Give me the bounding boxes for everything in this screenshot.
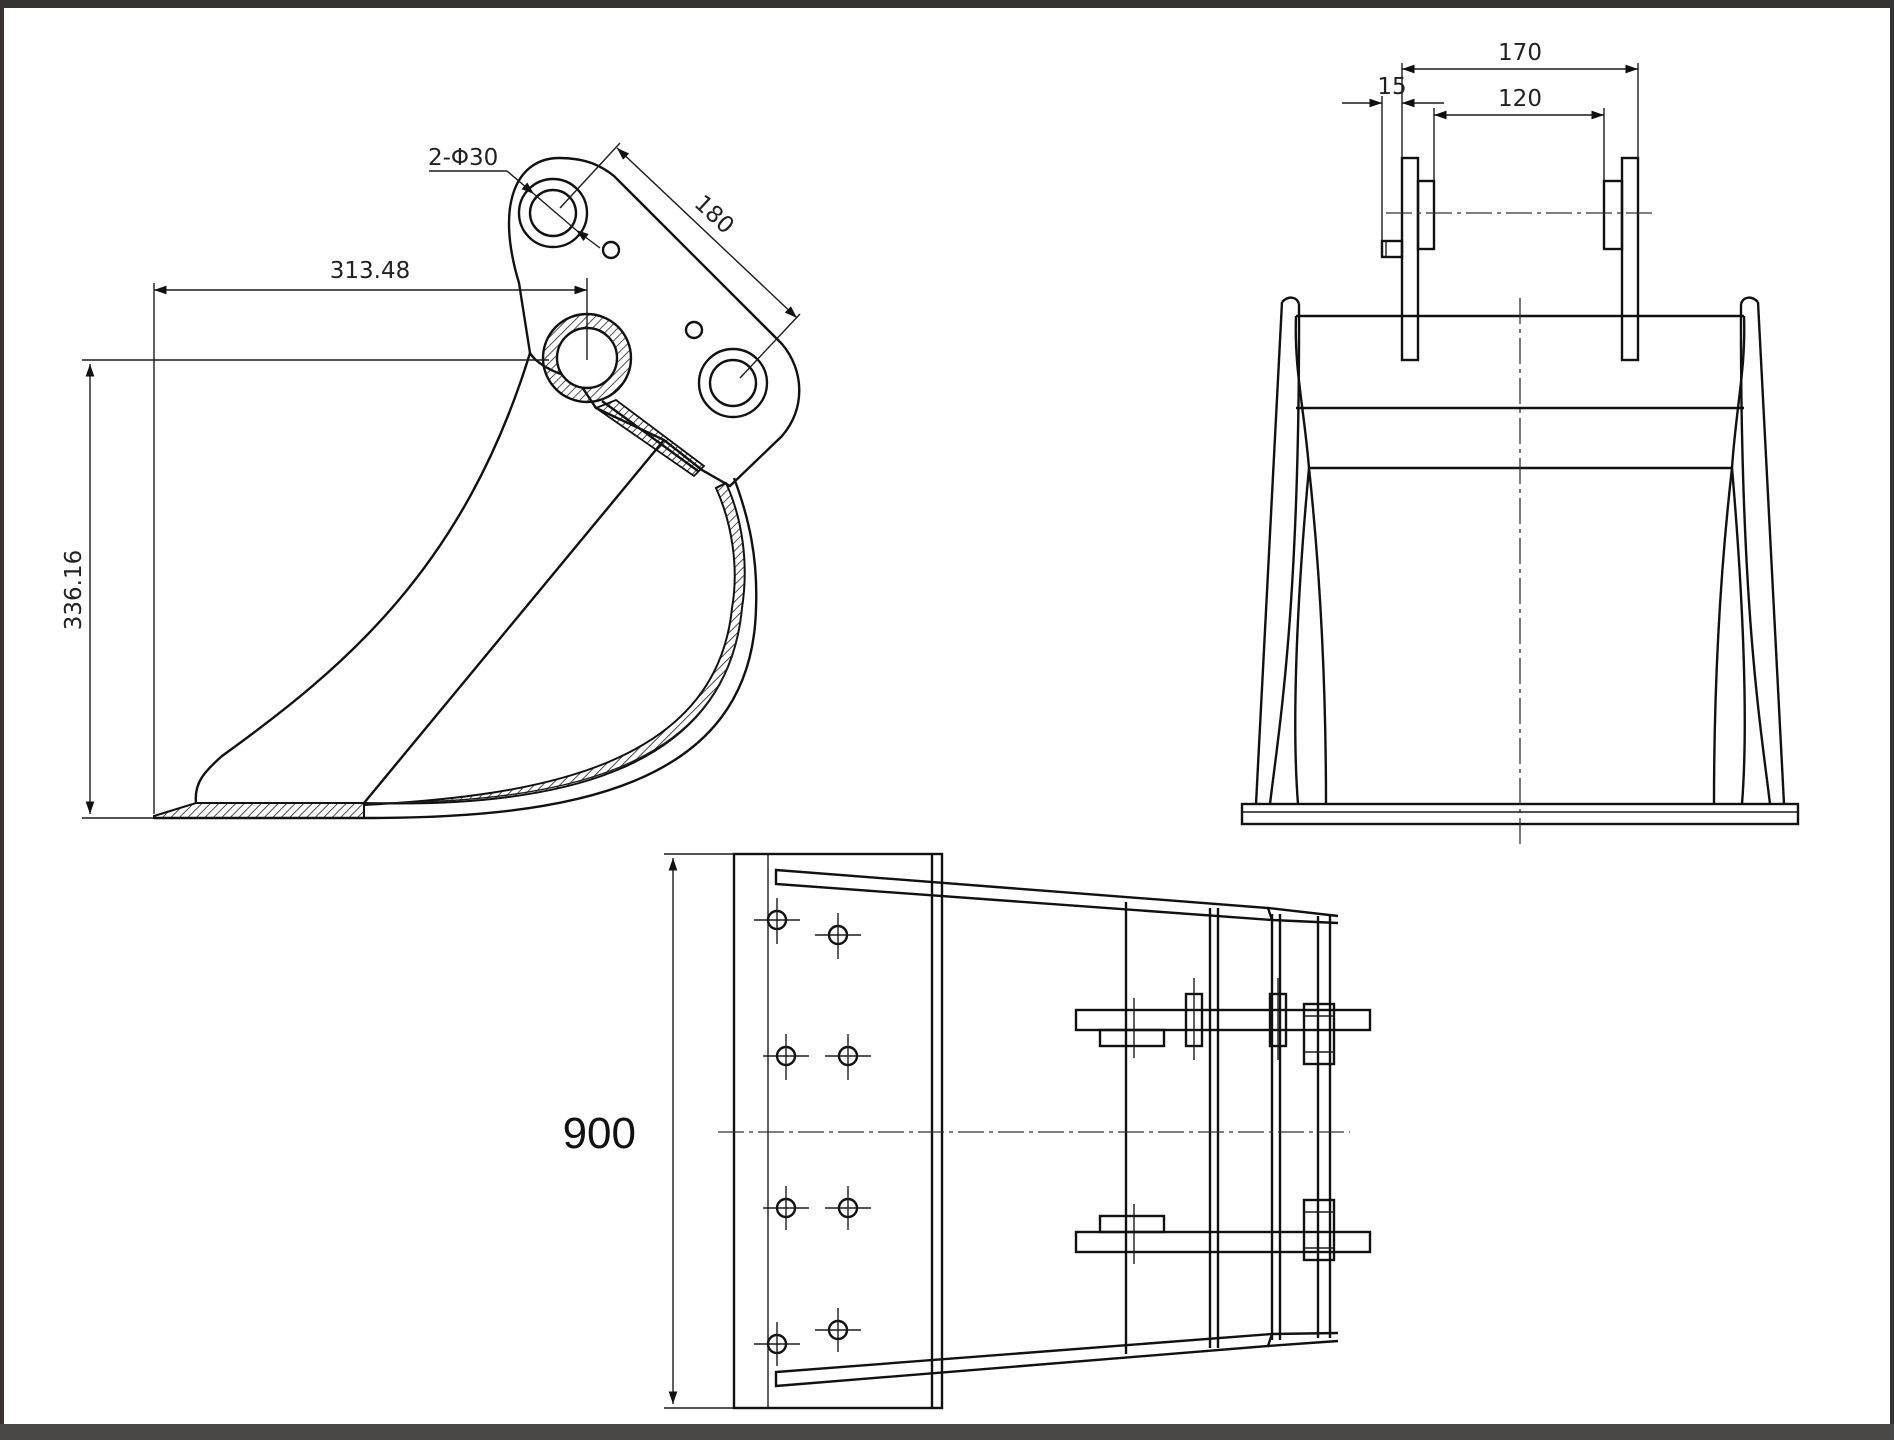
footer-strip bbox=[0, 1424, 1894, 1440]
bolt-holes bbox=[754, 898, 871, 1366]
side-view: 2-Φ30 180 313.48 336.16 bbox=[61, 142, 801, 820]
cutting-plate bbox=[732, 852, 944, 1410]
pin-spacing-label: 180 bbox=[689, 190, 739, 239]
top-ear-upper bbox=[1074, 1008, 1372, 1032]
front-view: 170 15 120 bbox=[1240, 40, 1800, 844]
drawing-sheet: 2-Φ30 180 313.48 336.16 bbox=[4, 8, 1890, 1424]
pin-hole-lower bbox=[697, 347, 769, 419]
reach-label: 313.48 bbox=[330, 258, 410, 284]
left-ear bbox=[1400, 156, 1420, 362]
back-shell bbox=[363, 481, 746, 807]
technical-drawing: 2-Φ30 180 313.48 336.16 bbox=[61, 40, 1800, 1410]
pin-hole-upper bbox=[517, 177, 589, 249]
cutting-edge bbox=[153, 802, 365, 819]
hole-callout-label: 2-Φ30 bbox=[428, 145, 498, 171]
height-label: 336.16 bbox=[61, 550, 87, 630]
ear-thickness-label: 15 bbox=[1377, 74, 1406, 100]
top-view: 900 bbox=[563, 852, 1372, 1410]
inner-span-label: 120 bbox=[1498, 86, 1542, 112]
top-ear-lower bbox=[1074, 1230, 1372, 1254]
ear-span-label: 170 bbox=[1498, 40, 1542, 66]
width-label: 900 bbox=[563, 1109, 636, 1158]
right-ear bbox=[1620, 156, 1640, 362]
